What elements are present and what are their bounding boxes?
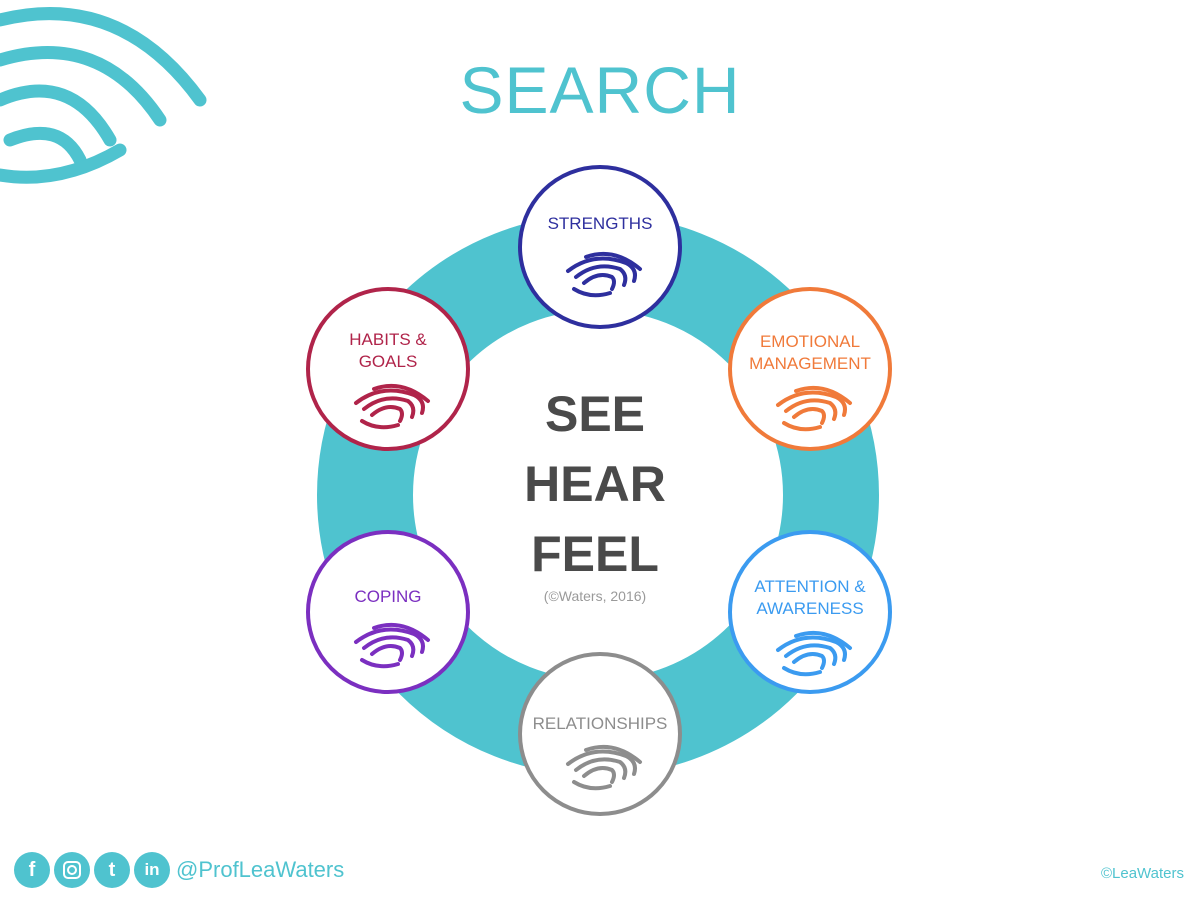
fingerprint-icon [776,386,852,432]
fingerprint-icon [776,631,852,677]
fingerprint-icon [354,384,430,430]
node-label: AWARENESS [756,599,864,618]
node-label: EMOTIONAL [759,332,861,351]
social-handle[interactable]: @ProfLeaWaters [176,857,345,882]
node-relationships: RELATIONSHIPS [518,652,682,816]
instagram-icon[interactable] [54,852,90,888]
linkedin-icon[interactable]: in [134,852,170,888]
fingerprint-icon [566,745,642,791]
page-title: SEARCH [459,53,741,127]
fingerprint-icon [566,252,642,298]
linkedin-glyph: in [144,860,160,879]
node-label: MANAGEMENT [749,354,871,373]
node-label: COPING [354,587,422,606]
center-word-hear: HEAR [524,456,666,512]
node-attention-awareness: ATTENTION & AWARENESS [728,530,892,694]
citation: (©Waters, 2016) [543,588,647,604]
twitter-glyph: t [108,858,116,881]
center-word-see: SEE [544,386,646,442]
node-label: ATTENTION & [754,577,866,596]
node-label: RELATIONSHIPS [532,714,668,733]
node-strengths: STRENGTHS [518,165,682,329]
fingerprint-icon [354,623,430,669]
node-label: HABITS & [349,330,427,349]
node-coping: COPING [306,530,470,694]
facebook-icon[interactable]: f [14,852,50,888]
node-label: STRENGTHS [547,214,653,233]
brand-logo-icon [0,7,207,184]
copyright-text: ©LeaWaters [1100,865,1184,882]
social-links: f t in @ProfLeaWaters [14,850,344,890]
node-label: GOALS [358,352,418,371]
node-habits-goals: HABITS & GOALS [306,287,470,451]
twitter-icon[interactable]: t [94,852,130,888]
node-emotional-management: EMOTIONAL MANAGEMENT [728,287,892,451]
facebook-glyph: f [28,858,36,881]
center-word-feel: FEEL [531,526,659,582]
instagram-glyph [63,861,81,879]
